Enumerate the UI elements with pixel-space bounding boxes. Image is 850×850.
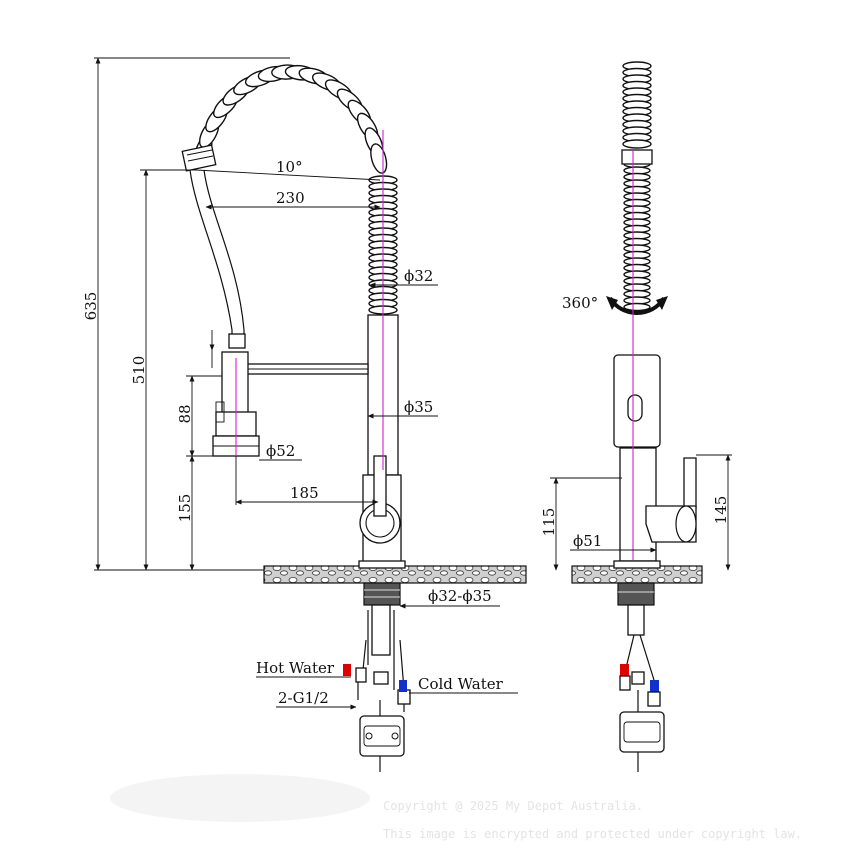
hot-water-marker	[343, 664, 351, 676]
front-view: 635 510 88 155 10° 230 ϕ32 ϕ35 ϕ52	[82, 57, 527, 772]
watermark-line-2: This image is encrypted and protected un…	[383, 827, 802, 841]
watermark-smudge	[110, 774, 370, 822]
dim-115: 115	[540, 508, 558, 537]
dim-angle: 10°	[276, 158, 303, 176]
spring-coil	[194, 64, 388, 174]
dim-145: 145	[712, 496, 730, 525]
dim-230: 230	[276, 189, 305, 207]
dim-body-diameter: ϕ35	[404, 398, 433, 416]
hot-water-label: Hot Water	[256, 659, 335, 677]
lever-handle	[373, 455, 387, 517]
cold-water-marker	[399, 680, 407, 692]
side-spring	[622, 61, 652, 312]
dim-155: 155	[176, 494, 194, 523]
connection-label: 2-G1/2	[278, 689, 329, 707]
cold-water-label: Cold Water	[418, 675, 504, 693]
dim-635: 635	[82, 292, 100, 321]
mount-nut	[363, 582, 401, 606]
pull-out-hose	[189, 169, 233, 348]
dim-510: 510	[130, 356, 148, 385]
dim-rotation: 360°	[562, 294, 598, 312]
side-lever	[683, 457, 697, 509]
hose-weight	[359, 715, 405, 757]
dim-mount-hole: ϕ32-ϕ35	[428, 587, 492, 605]
dim-spring-diameter: ϕ32	[404, 267, 433, 285]
dim-base-diameter: ϕ51	[573, 532, 602, 550]
side-view: 360° 115 145 ϕ51	[540, 61, 732, 772]
dim-88: 88	[176, 404, 194, 423]
dim-185: 185	[290, 484, 319, 502]
dim-spray-diameter: ϕ52	[266, 442, 295, 460]
watermark-line-1: Copyright @ 2025 My Depot Australia.	[383, 799, 643, 813]
spring-head	[181, 144, 217, 172]
